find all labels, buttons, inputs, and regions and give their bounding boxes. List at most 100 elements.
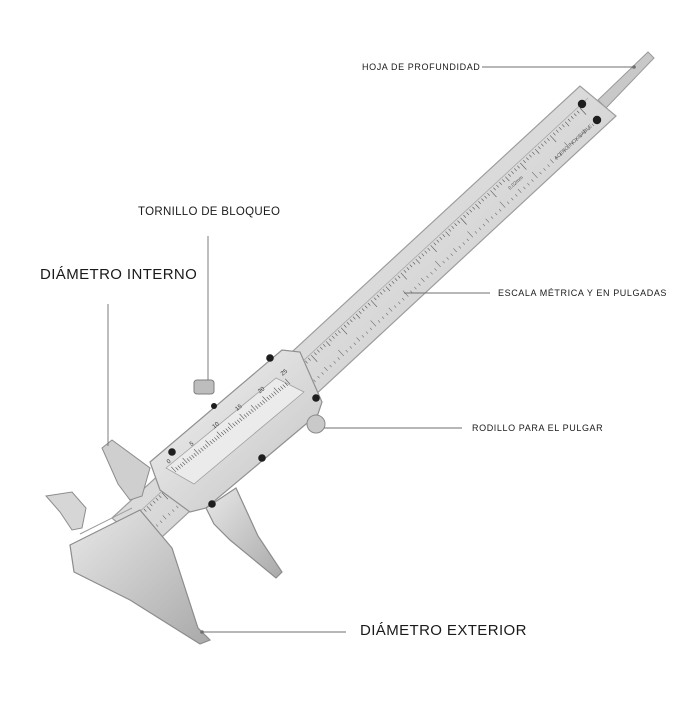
vernier-tick: [262, 396, 268, 402]
inch-scale-tick: [398, 301, 401, 305]
main-scale-tick: [487, 192, 491, 196]
main-scale-tick: [457, 220, 461, 224]
main-scale-tick: [534, 148, 540, 154]
inch-scale-tick: [167, 513, 171, 516]
main-scale-tick: [433, 242, 437, 246]
inch-scale-tick: [162, 515, 167, 520]
main-scale-tick: [427, 247, 431, 251]
main-scale-tick: [331, 335, 335, 339]
inch-scale-tick: [353, 342, 357, 346]
inch-scale-tick: [420, 277, 425, 282]
inch-scale-tick: [575, 138, 579, 142]
main-scale-tick: [576, 110, 580, 114]
inch-scale-tick: [365, 331, 369, 334]
inch-scale-tick: [317, 375, 320, 379]
label-metric-inch-scale: ESCALA MÉTRICA Y EN PULGADAS: [498, 288, 668, 298]
main-scale-tick: [564, 121, 570, 127]
inch-scale-tick: [531, 171, 538, 179]
vernier-tick: [259, 401, 263, 406]
fixed-inner-jaw: [45, 491, 87, 531]
main-scale-tick: [146, 506, 152, 511]
main-scale-tick: [567, 118, 571, 122]
inch-scale-tick: [361, 335, 365, 338]
main-scale-tick: [391, 280, 395, 284]
main-scale-tick: [526, 157, 529, 161]
inch-scale-tick: [324, 366, 328, 371]
label-inner-diameter: DIÁMETRO INTERNO: [40, 266, 198, 283]
inch-scale-tick: [563, 149, 566, 153]
main-scale-tick: [558, 127, 562, 131]
main-scale-tick: [490, 190, 497, 198]
vernier-tick: [182, 461, 186, 466]
vernier-tick: [243, 414, 247, 418]
lock-screw-pin: [211, 403, 217, 409]
vernier-tick: [205, 444, 209, 448]
head-edge-line: [79, 507, 133, 535]
inch-scale-tick: [410, 290, 413, 294]
main-scale-tick: [400, 272, 408, 280]
main-scale-tick: [442, 234, 446, 238]
inch-scale-tick: [176, 505, 179, 509]
vernier-tick: [273, 391, 277, 395]
inch-scale-tick: [490, 216, 494, 219]
beam-screw-bottom: [592, 115, 602, 125]
inch-scale-tick: [550, 159, 554, 164]
main-scale-tick: [478, 201, 482, 205]
depth-blade: [597, 51, 655, 109]
main-scale-tick: [472, 206, 476, 210]
main-scale-tick: [340, 327, 348, 335]
main-scale-tick: [511, 170, 514, 174]
main-scale-tick: [319, 346, 323, 350]
inch-scale-tick: [523, 186, 526, 190]
inch-scale-tick: [345, 349, 348, 353]
inch-scale-tick: [543, 168, 546, 171]
main-scale-tick: [409, 264, 413, 268]
vernier-tick: [227, 426, 231, 430]
inch-scale-tick: [499, 201, 506, 208]
vernier-tick: [250, 409, 254, 413]
vernier-tick: [182, 457, 188, 464]
main-scale-tick: [466, 212, 470, 216]
main-scale-tick: [475, 203, 480, 209]
main-scale-tick: [361, 308, 365, 312]
vernier-tick: [236, 419, 241, 423]
vernier-tick: [234, 421, 238, 425]
vernier-tick: [255, 405, 259, 409]
main-scale-tick: [430, 245, 437, 253]
inch-scale-tick: [564, 142, 570, 149]
vernier-tick: [175, 467, 179, 471]
main-scale-tick: [415, 258, 421, 264]
inch-scale-tick: [462, 242, 466, 245]
main-scale-tick: [322, 344, 326, 347]
main-scale-tick: [143, 508, 147, 512]
vernier-tick: [273, 387, 279, 393]
label-thumb-roller: RODILLO PARA EL PULGAR: [472, 423, 604, 433]
main-scale-tick: [337, 330, 341, 334]
vernier-tick: [209, 440, 213, 445]
vernier-tick: [191, 454, 195, 459]
main-scale-tick: [149, 503, 153, 507]
main-scale-tick: [493, 187, 496, 191]
vernier-tick: [198, 449, 202, 453]
inch-scale-tick: [507, 201, 510, 205]
vernier-tick: [248, 410, 252, 415]
inch-scale-tick: [587, 127, 591, 130]
inch-scale-tick: [555, 156, 558, 160]
inch-scale-tick: [579, 134, 583, 138]
vernier-number: 25: [280, 368, 289, 377]
label-depth-blade: HOJA DE PROFUNDIDAD: [362, 62, 481, 72]
main-scale-tick: [573, 113, 577, 117]
main-scale-tick: [364, 305, 368, 309]
inch-scale-tick: [453, 248, 457, 253]
vernier-tick: [216, 431, 222, 437]
sliding-inner-jaw: [101, 439, 151, 501]
inch-scale-tick: [321, 372, 324, 375]
lock-screw: [193, 379, 215, 395]
inch-scale-tick: [333, 360, 336, 364]
slider-screw-5: [208, 500, 216, 508]
vernier-tick: [193, 449, 200, 455]
vernier-tick: [232, 423, 236, 427]
slider-screw-3: [312, 394, 320, 402]
inch-scale-tick: [337, 357, 340, 360]
vernier-tick: [177, 465, 181, 469]
